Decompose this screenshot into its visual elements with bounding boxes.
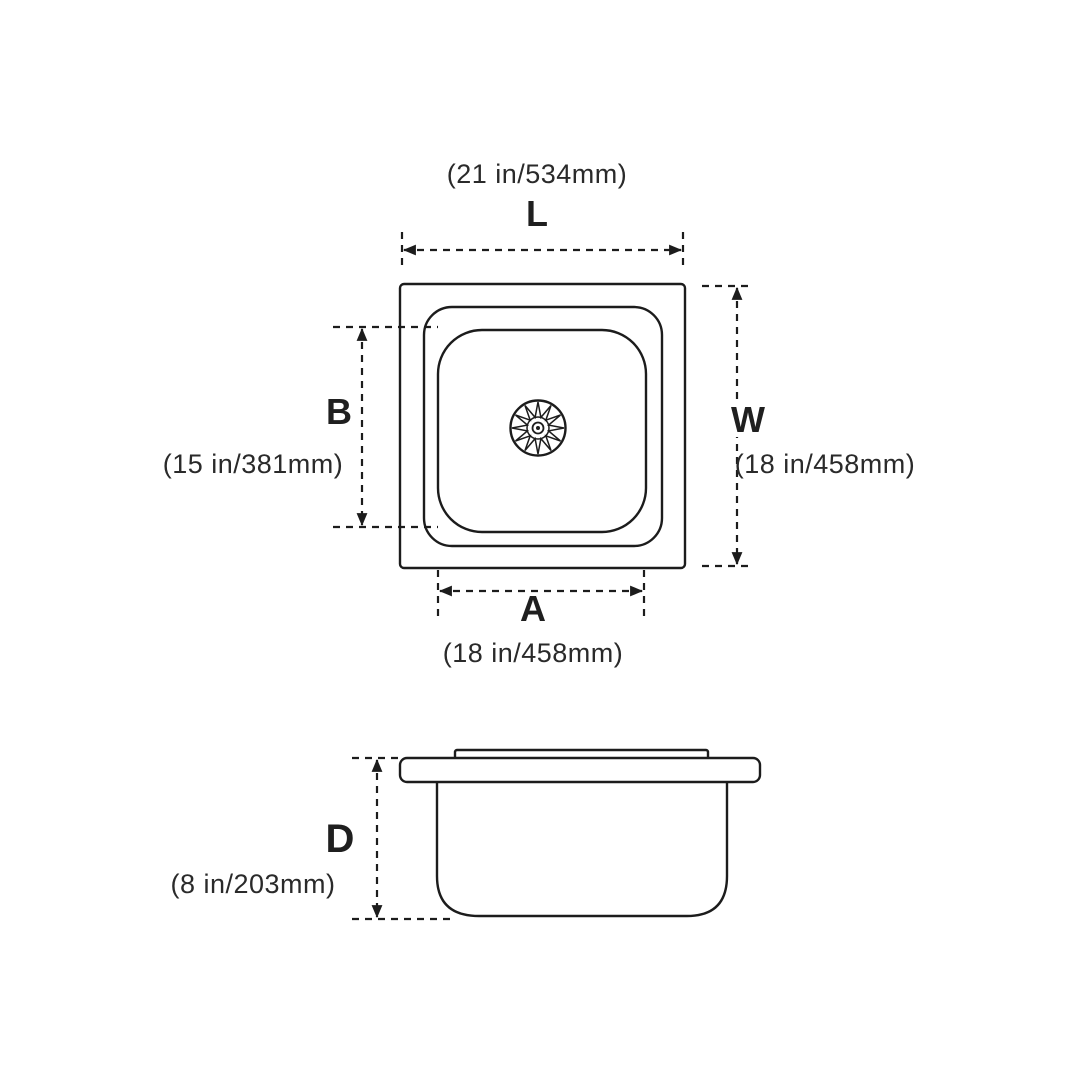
dimension-A: A (18 in/458mm)	[436, 570, 646, 668]
drain-star	[511, 401, 565, 455]
dim-value-L: (21 in/534mm)	[447, 159, 628, 189]
dimension-L: (21 in/534mm) L	[400, 159, 685, 268]
top-view: (21 in/534mm) L W (18 in/458mm) B (15 in…	[163, 159, 916, 668]
drain-inner-ring	[526, 416, 550, 440]
dim-letter-W: W	[731, 399, 765, 440]
sink-flange	[398, 756, 762, 784]
drain-outer-circle	[509, 399, 567, 457]
sink-bowl	[436, 328, 648, 534]
drain-hub	[531, 421, 545, 435]
sink-rim	[422, 305, 664, 548]
drain-center-dot	[536, 426, 540, 430]
dim-value-A: (18 in/458mm)	[443, 638, 624, 668]
dim-value-B: (15 in/381mm)	[163, 449, 344, 479]
dimension-D: D (8 in/203mm)	[170, 756, 450, 921]
dimension-W: W (18 in/458mm)	[702, 284, 916, 568]
dim-letter-B: B	[326, 391, 352, 432]
dim-letter-A: A	[520, 588, 546, 629]
dim-value-D: (8 in/203mm)	[170, 869, 335, 899]
sink-bowl-profile	[435, 780, 729, 918]
drain-icon	[509, 399, 567, 457]
dim-letter-D: D	[326, 817, 355, 861]
dim-letter-L: L	[526, 193, 548, 234]
dim-value-W: (18 in/458mm)	[735, 449, 916, 479]
side-view: D (8 in/203mm)	[170, 748, 762, 921]
dimension-B: B (15 in/381mm)	[163, 325, 438, 529]
